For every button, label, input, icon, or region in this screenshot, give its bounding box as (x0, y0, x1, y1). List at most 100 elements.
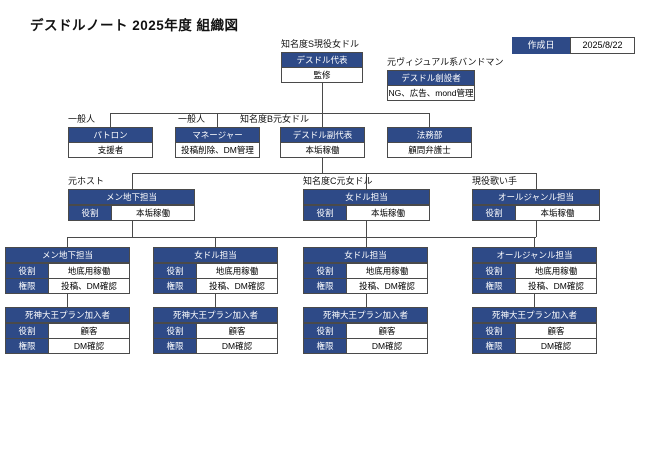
role-label: 役割 (473, 264, 516, 278)
connector-line (322, 113, 323, 127)
connector-line (366, 237, 367, 247)
connector-line (110, 113, 111, 127)
connector-line (132, 220, 133, 237)
node-title: 女ドル担当 (304, 248, 427, 263)
org-node-alljanru-lead: オールジャンル担当 役割 本垢稼働 (472, 189, 600, 221)
org-node-representative: デスドル代表 監修 (281, 52, 363, 83)
org-node-idol-staff-2: 女ドル担当 役割 地底用稼働 権限 投稿、DM確認 (303, 247, 428, 294)
connector-line (217, 113, 218, 127)
role-value: 地底用稼働 (197, 264, 277, 278)
org-node-plan-member-3: 死神大王プラン加入者 役割 顧客 権限 DM確認 (303, 307, 428, 354)
node-title: パトロン (69, 128, 152, 143)
permission-label: 権限 (473, 339, 516, 353)
node-title: デスドル創設者 (388, 71, 474, 86)
connector-line (366, 293, 367, 307)
permission-value: 投稿、DM確認 (347, 279, 427, 293)
org-node-legal: 法務部 顧問弁護士 (387, 127, 472, 158)
permission-label: 権限 (304, 339, 347, 353)
node-title: 法務部 (388, 128, 471, 143)
role-label: 役割 (154, 324, 197, 338)
role-label: 役割 (473, 206, 516, 220)
role-value: 顧客 (49, 324, 129, 338)
node-title: マネージャー (176, 128, 259, 143)
role-label: 役割 (154, 264, 197, 278)
node-title: 死神大王プラン加入者 (154, 308, 277, 323)
org-node-alljanru-staff: オールジャンル担当 役割 地底用稼働 権限 投稿、DM確認 (472, 247, 597, 294)
node-tag: 元ホスト (68, 176, 105, 186)
page-title: デスドルノート 2025年度 組織図 (30, 18, 239, 33)
node-tag: 現役歌い手 (472, 176, 518, 186)
role-value: 顧客 (516, 324, 596, 338)
org-node-patron: パトロン 支援者 (68, 127, 153, 158)
permission-value: DM確認 (197, 339, 277, 353)
node-title: メン地下担当 (6, 248, 129, 263)
created-date-value: 2025/8/22 (570, 37, 635, 54)
permission-label: 権限 (6, 339, 49, 353)
created-date-label: 作成日 (512, 37, 570, 54)
connector-line (132, 173, 537, 174)
role-value: 顧客 (347, 324, 427, 338)
org-node-menchika-lead: メン地下担当 役割 本垢稼働 (68, 189, 195, 221)
org-node-plan-member-1: 死神大王プラン加入者 役割 顧客 権限 DM確認 (5, 307, 130, 354)
connector-line (215, 237, 216, 247)
node-role: 本垢稼働 (281, 143, 364, 157)
role-value: 地底用稼働 (516, 264, 596, 278)
node-title: 女ドル担当 (154, 248, 277, 263)
org-node-plan-member-4: 死神大王プラン加入者 役割 顧客 権限 DM確認 (472, 307, 597, 354)
permission-label: 権限 (154, 339, 197, 353)
connector-line (366, 173, 367, 189)
connector-line (536, 173, 537, 189)
org-node-founder: デスドル創設者 NG、広告、mond管理 (387, 70, 475, 101)
permission-value: DM確認 (49, 339, 129, 353)
org-node-idol-lead: 女ドル担当 役割 本垢稼働 (303, 189, 430, 221)
permission-value: 投稿、DM確認 (516, 279, 596, 293)
connector-line (429, 113, 430, 127)
connector-line (322, 158, 323, 173)
connector-line (132, 173, 133, 189)
node-title: 死神大王プラン加入者 (304, 308, 427, 323)
org-node-manager: マネージャー 投稿削除、DM管理 (175, 127, 260, 158)
connector-line (67, 237, 68, 247)
connector-line (536, 220, 537, 237)
permission-value: 投稿、DM確認 (49, 279, 129, 293)
node-title: オールジャンル担当 (473, 190, 599, 205)
permission-label: 権限 (473, 279, 516, 293)
permission-label: 権限 (154, 279, 197, 293)
role-value: 顧客 (197, 324, 277, 338)
node-title: デスドル代表 (282, 53, 362, 68)
permission-value: DM確認 (347, 339, 427, 353)
role-value: 本垢稼働 (516, 206, 599, 220)
node-tag: 知名度S現役女ドル (281, 39, 360, 49)
org-node-menchika-staff: メン地下担当 役割 地底用稼働 権限 投稿、DM確認 (5, 247, 130, 294)
connector-line (110, 113, 430, 114)
permission-value: DM確認 (516, 339, 596, 353)
org-node-idol-staff-1: 女ドル担当 役割 地底用稼働 権限 投稿、DM確認 (153, 247, 278, 294)
role-value: 地底用稼働 (49, 264, 129, 278)
node-title: 女ドル担当 (304, 190, 429, 205)
node-tag: 一般人 (178, 114, 206, 124)
org-node-plan-member-2: 死神大王プラン加入者 役割 顧客 権限 DM確認 (153, 307, 278, 354)
role-label: 役割 (473, 324, 516, 338)
role-value: 本垢稼働 (347, 206, 429, 220)
connector-line (322, 83, 323, 113)
org-node-vice-representative: デスドル副代表 本垢稼働 (280, 127, 365, 158)
role-label: 役割 (69, 206, 112, 220)
role-label: 役割 (6, 264, 49, 278)
permission-label: 権限 (6, 279, 49, 293)
node-tag: 知名度B元女ドル (240, 114, 310, 124)
node-title: メン地下担当 (69, 190, 194, 205)
node-tag: 元ヴィジュアル系バンドマン (387, 57, 504, 67)
node-title: デスドル副代表 (281, 128, 364, 143)
connector-line (534, 237, 535, 247)
connector-line (534, 293, 535, 307)
node-title: オールジャンル担当 (473, 248, 596, 263)
connector-line (366, 220, 367, 237)
node-role: 投稿削除、DM管理 (176, 143, 259, 157)
role-label: 役割 (6, 324, 49, 338)
node-role: 顧問弁護士 (388, 143, 471, 157)
node-title: 死神大王プラン加入者 (473, 308, 596, 323)
node-tag: 一般人 (68, 114, 96, 124)
node-title: 死神大王プラン加入者 (6, 308, 129, 323)
role-value: 本垢稼働 (112, 206, 194, 220)
